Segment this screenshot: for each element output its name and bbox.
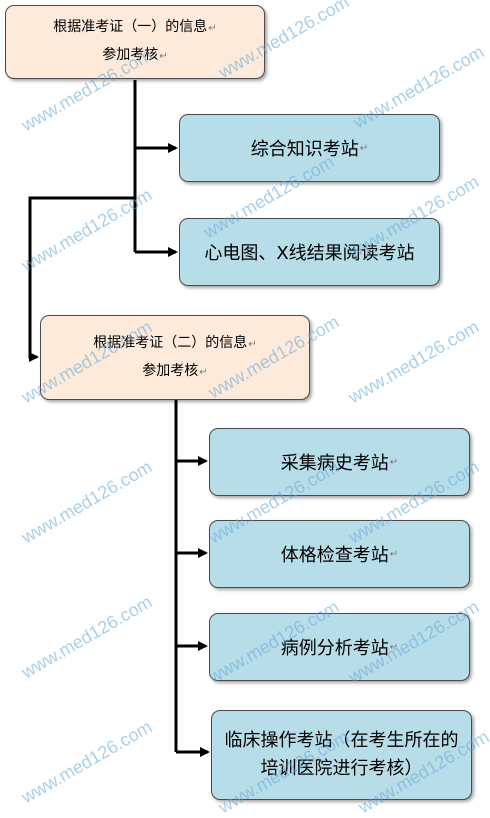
cert-2-line-2: 参加考核↵ (142, 362, 208, 379)
station-label: 采集病史考站 (280, 453, 389, 474)
cert-1-line-2: 参加考核↵ (102, 47, 168, 63)
station-box-2-1: 采集病史考站↵ (209, 428, 470, 496)
cert-2-box: 根据准考证（二）的信息↵ 参加考核↵ (40, 315, 310, 400)
station-box-1-1: 综合知识考站↵ (179, 114, 440, 182)
station-box-1-2: 心电图、X线结果阅读考站 (179, 218, 440, 286)
station-label: 综合知识考站 (250, 139, 359, 160)
station-label: 体格检查考站 (280, 545, 389, 566)
cert-1-line-1: 根据准考证（一）的信息↵ (53, 19, 217, 35)
arrow-to-cert-2 (28, 196, 135, 362)
cert-2-line-1: 根据准考证（二）的信息↵ (93, 334, 257, 351)
station-box-2-2: 体格检查考站↵ (209, 520, 470, 588)
station-label: 心电图、X线结果阅读考站 (204, 243, 415, 264)
station-label: 病例分析考站 (280, 638, 389, 659)
station-box-2-4: 临床操作考站（在考生所在的培训医院进行考核） (211, 710, 472, 800)
station-box-2-3: 病例分析考站↵ (209, 613, 470, 681)
cert-1-box: 根据准考证（一）的信息↵ 参加考核↵ (5, 5, 265, 79)
station-label: 临床操作考站（在考生所在的培训医院进行考核） (224, 730, 459, 779)
